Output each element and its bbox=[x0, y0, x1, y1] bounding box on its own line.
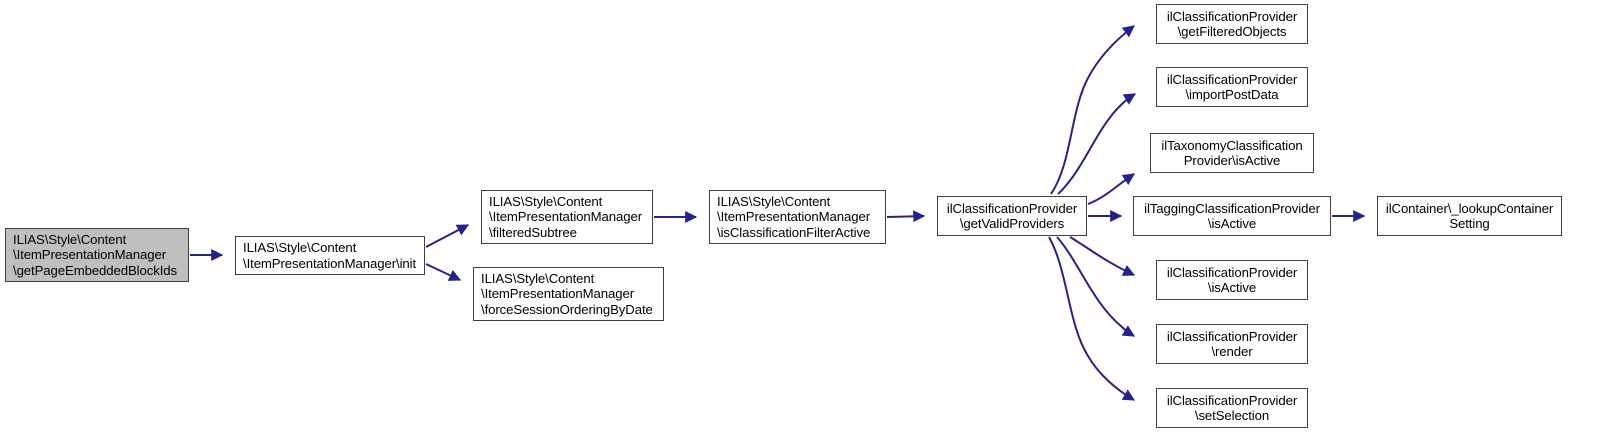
edge-n5-n8 bbox=[1087, 173, 1135, 205]
edge-n5-n7 bbox=[1057, 93, 1137, 195]
node-getFilteredObjects[interactable]: ilClassificationProvider \getFilteredObj… bbox=[1156, 4, 1308, 44]
edge-n1-n3 bbox=[425, 263, 462, 281]
node-lookupContainerSetting[interactable]: ilContainer\_lookupContainer Setting bbox=[1377, 196, 1562, 236]
edge-n4-n5 bbox=[886, 210, 926, 223]
node-getPageEmbeddedBlockIds[interactable]: ILIAS\Style\Content \ItemPresentationMan… bbox=[5, 228, 189, 282]
edge-n1-n2 bbox=[425, 224, 470, 248]
node-ilTaxonomyClassificationProvider-isActive[interactable]: ilTaxonomyClassification Provider\isActi… bbox=[1150, 133, 1314, 173]
edge-n5-n10 bbox=[1069, 236, 1136, 276]
node-setSelection[interactable]: ilClassificationProvider \setSelection bbox=[1156, 388, 1308, 428]
node-render[interactable]: ilClassificationProvider \render bbox=[1156, 324, 1308, 364]
node-ilTaggingClassificationProvider-isActive[interactable]: ilTaggingClassificationProvider \isActiv… bbox=[1133, 196, 1331, 236]
node-getValidProviders[interactable]: ilClassificationProvider \getValidProvid… bbox=[937, 196, 1087, 236]
node-importPostData[interactable]: ilClassificationProvider \importPostData bbox=[1156, 67, 1308, 107]
node-forceSessionOrderingByDate[interactable]: ILIAS\Style\Content \ItemPresentationMan… bbox=[473, 267, 664, 321]
node-filteredSubtree[interactable]: ILIAS\Style\Content \ItemPresentationMan… bbox=[481, 190, 653, 244]
node-init[interactable]: ILIAS\Style\Content \ItemPresentationMan… bbox=[235, 236, 425, 275]
node-isClassificationFilterActive[interactable]: ILIAS\Style\Content \ItemPresentationMan… bbox=[709, 190, 886, 244]
edge-n5-n11 bbox=[1056, 236, 1136, 337]
edge-n5-n6 bbox=[1050, 25, 1135, 195]
edge-n5-n12 bbox=[1048, 236, 1136, 401]
node-ilClassificationProvider-isActive[interactable]: ilClassificationProvider \isActive bbox=[1156, 260, 1308, 300]
